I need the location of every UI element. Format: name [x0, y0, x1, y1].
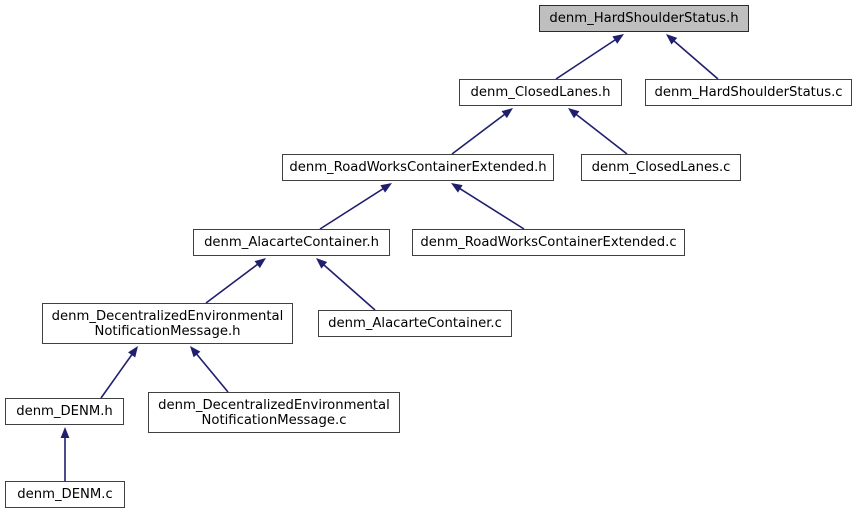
arrow-shaft: [319, 187, 385, 230]
arrow-shaft: [100, 353, 134, 399]
graph-node-alacartecontainer-c[interactable]: denm_AlacarteContainer.c: [318, 310, 512, 337]
graph-node-label: denm_AlacarteContainer.h: [204, 235, 379, 250]
arrow-head: [666, 34, 678, 45]
dependency-arrow: [451, 183, 525, 230]
graph-node-label: denm_ClosedLanes.h: [470, 85, 611, 100]
graph-node-label: denm_HardShoulderStatus.h: [549, 11, 739, 26]
graph-node-dencnotificationmessage-h[interactable]: denm_DecentralizedEnvironmental Notifica…: [42, 303, 293, 344]
graph-node-closedlanes-c[interactable]: denm_ClosedLanes.c: [581, 154, 741, 181]
dependency-arrow: [205, 258, 266, 304]
graph-node-label: denm_DecentralizedEnvironmental Notifica…: [158, 397, 390, 428]
graph-node-label: denm_DENM.c: [17, 487, 113, 502]
graph-node-alacartecontainer-h[interactable]: denm_AlacarteContainer.h: [193, 229, 390, 256]
dependency-arrow: [568, 108, 628, 155]
graph-node-dencnotificationmessage-c[interactable]: denm_DecentralizedEnvironmental Notifica…: [148, 392, 400, 433]
graph-node-denm-h[interactable]: denm_DENM.h: [5, 398, 124, 425]
dependency-arrow: [190, 346, 229, 393]
graph-node-label: denm_RoadWorksContainerExtended.c: [420, 235, 677, 250]
arrow-shaft: [195, 352, 229, 393]
arrow-head: [254, 258, 266, 269]
arrow-shaft: [672, 39, 719, 80]
dependency-arrow: [316, 258, 376, 311]
dependency-arrow: [319, 183, 392, 230]
graph-node-label: denm_RoadWorksContainerExtended.h: [289, 160, 547, 175]
dependency-arrow: [555, 34, 624, 80]
graph-node-hardshoulderstatus-h[interactable]: denm_HardShoulderStatus.h: [539, 5, 749, 32]
arrow-head: [60, 427, 70, 438]
graph-node-denm-c[interactable]: denm_DENM.c: [5, 481, 125, 508]
arrow-head: [128, 346, 138, 358]
arrow-head: [568, 108, 580, 119]
graph-node-roadworkscontainerextended-c[interactable]: denm_RoadWorksContainerExtended.c: [412, 229, 685, 256]
arrow-shaft: [451, 113, 506, 155]
dependency-arrow: [100, 346, 138, 399]
arrow-head: [316, 258, 328, 269]
graph-node-label: denm_ClosedLanes.c: [591, 160, 731, 175]
dependency-arrow: [60, 427, 70, 481]
graph-node-label: denm_DecentralizedEnvironmental Notifica…: [51, 308, 284, 339]
arrow-head: [190, 346, 201, 358]
graph-node-label: denm_DENM.h: [16, 404, 113, 419]
arrow-head: [501, 108, 513, 119]
graph-node-label: denm_AlacarteContainer.c: [328, 316, 502, 331]
graph-node-closedlanes-h[interactable]: denm_ClosedLanes.h: [459, 79, 622, 106]
graph-node-roadworkscontainerextended-h[interactable]: denm_RoadWorksContainerExtended.h: [282, 154, 554, 181]
arrow-shaft: [575, 113, 628, 155]
arrow-shaft: [555, 38, 617, 80]
arrow-head: [451, 183, 463, 193]
arrow-shaft: [458, 187, 525, 230]
arrow-shaft: [322, 263, 376, 311]
dependency-arrow: [451, 108, 513, 155]
arrow-head: [612, 34, 624, 44]
dependency-arrow: [666, 34, 719, 80]
graph-node-label: denm_HardShoulderStatus.c: [654, 85, 843, 100]
arrow-shaft: [205, 263, 259, 304]
graph-node-hardshoulderstatus-c[interactable]: denm_HardShoulderStatus.c: [645, 79, 852, 106]
arrow-head: [380, 183, 392, 193]
